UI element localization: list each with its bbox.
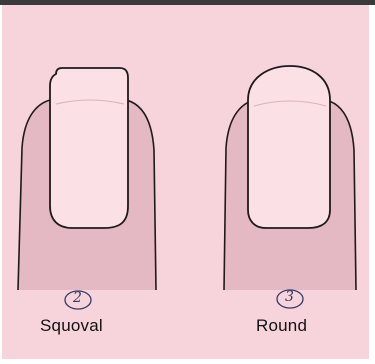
shape-label-squoval: Squoval	[40, 316, 103, 336]
nail-round	[248, 66, 330, 228]
shape-number-round: 3	[285, 289, 294, 305]
shape-label-round: Round	[256, 316, 307, 336]
nail-squoval	[50, 68, 128, 228]
finger-squoval	[18, 68, 156, 290]
shape-number-squoval: 2	[73, 290, 82, 306]
finger-round	[224, 66, 356, 290]
